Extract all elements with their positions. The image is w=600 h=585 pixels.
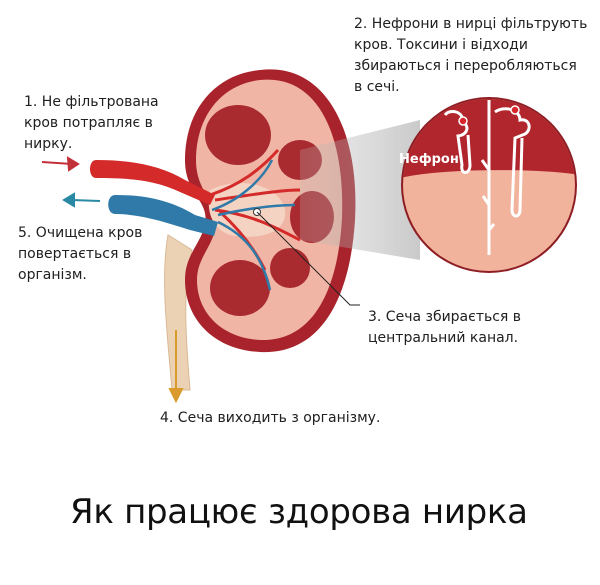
renal-vein — [108, 195, 218, 236]
ureter — [164, 234, 193, 391]
page-title: Як працює здорова нирка — [70, 492, 528, 532]
urine-out-arrow — [168, 330, 184, 404]
renal-artery — [90, 160, 215, 205]
nephron-inset — [401, 97, 577, 273]
step-5-label: 5. Очищена кров повертається в організм. — [18, 225, 143, 283]
step-4-label: 4. Сеча виходить з організму. — [160, 410, 381, 426]
magnify-beam — [300, 120, 420, 260]
step-1-label: 1. Не фільтрована кров потрапляє в нирку… — [24, 94, 159, 152]
pointer-line — [253, 208, 360, 306]
step-2-label: 2. Нефрони в нирці фільтрують кров. Токс… — [354, 16, 588, 95]
inflow-arrow — [41, 156, 80, 172]
outflow-arrow — [62, 192, 101, 208]
step-3-label: 3. Сеча збирається в центральний канал. — [368, 309, 522, 346]
nephron-label: Нефрон — [399, 152, 459, 167]
kidney — [185, 69, 356, 353]
